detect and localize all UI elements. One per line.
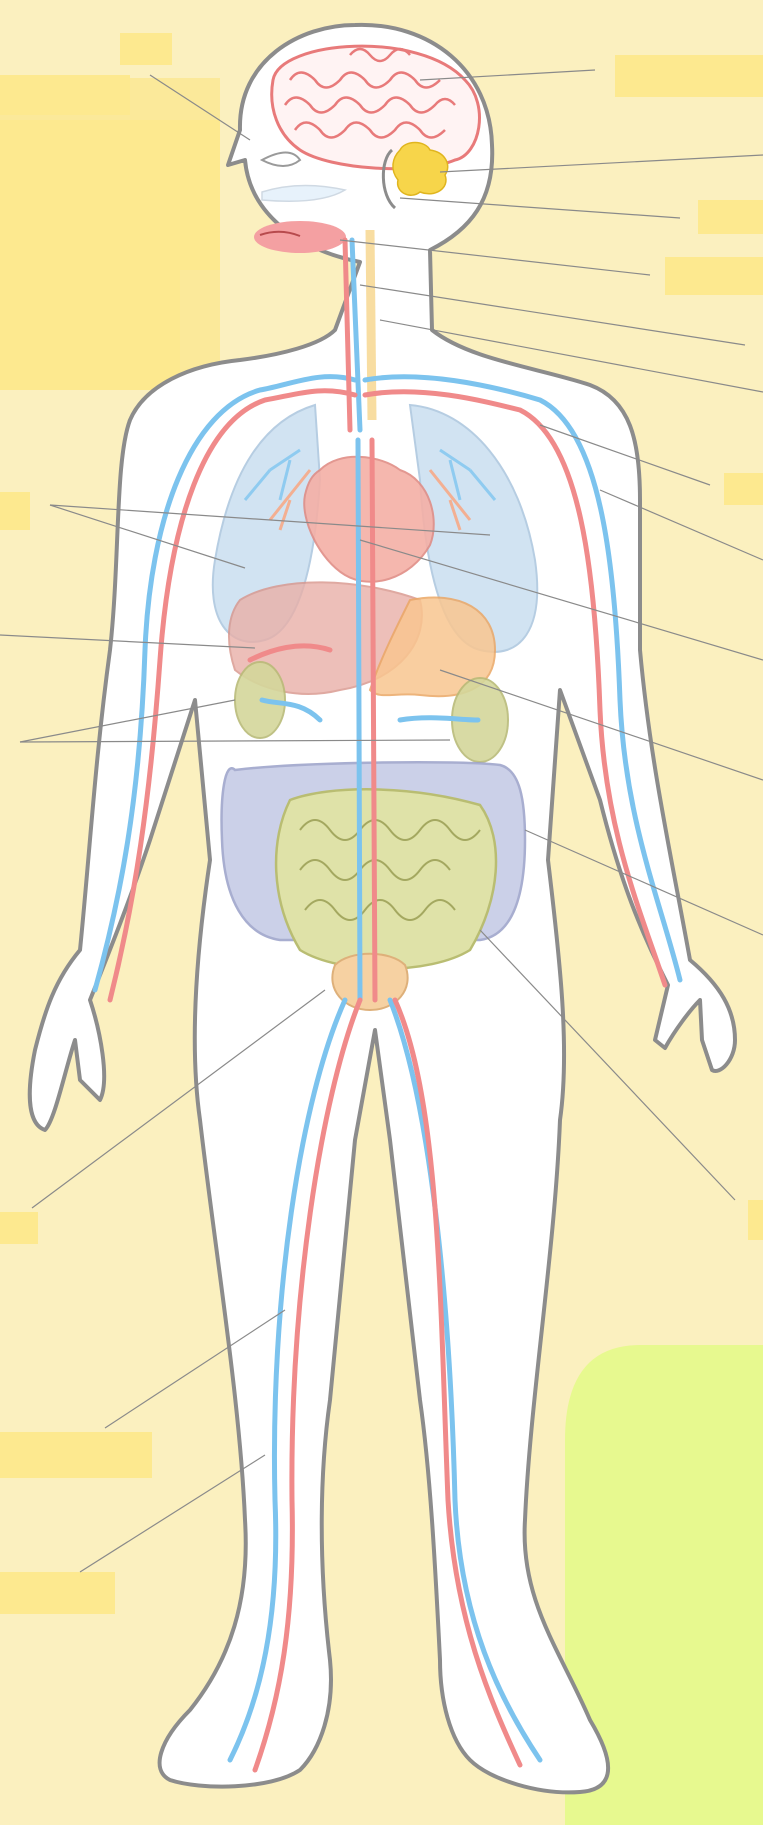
label-box[interactable]	[615, 55, 763, 97]
label-box[interactable]	[0, 270, 180, 390]
tongue	[254, 221, 346, 253]
label-box[interactable]	[0, 492, 30, 530]
label-box[interactable]	[698, 200, 763, 234]
label-box[interactable]	[0, 1432, 152, 1478]
label-box[interactable]	[0, 75, 130, 115]
label-box[interactable]	[0, 1212, 38, 1244]
label-box[interactable]	[0, 1572, 115, 1614]
label-box[interactable]	[0, 120, 220, 270]
label-box[interactable]	[724, 473, 763, 505]
label-box[interactable]	[120, 33, 172, 65]
label-box[interactable]	[748, 1200, 763, 1240]
small-intestine	[276, 789, 496, 968]
label-box[interactable]	[665, 257, 763, 295]
